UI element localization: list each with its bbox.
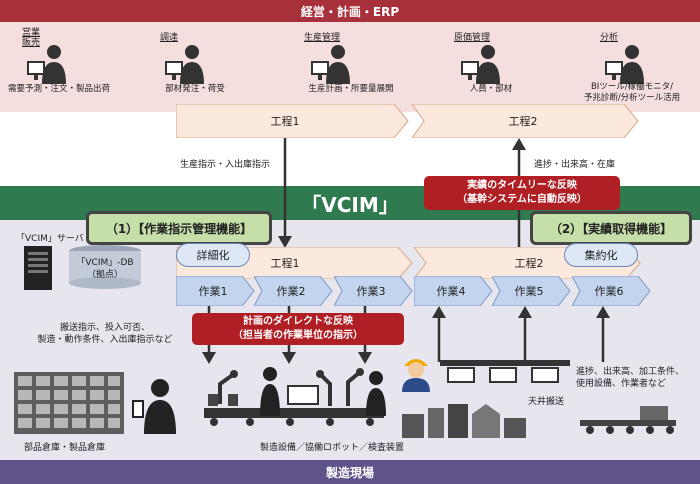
progress-label: 進捗・出来高・在庫 [534,160,616,170]
aggregate-pill: 集約化 [564,243,638,267]
up-arrow-icon [596,306,610,362]
role-procurement-label: 調達 [160,33,179,43]
role-analysis-label: 分析 [600,33,619,43]
task-1-chevron [176,276,255,306]
task-4-chevron [414,276,493,306]
work-instruction-function-box: （1）【作業指示管理機能】 [86,211,272,245]
equipment-label: 製造設備／協働ロボット／検査装置 [260,443,405,453]
lower-process-2-label: 工程2 [514,257,544,270]
role-procurement: 調達 部材発注・荷受 [150,28,240,108]
server-label: 「VCIM」サーバ [16,234,84,244]
database-label-2: （拠点） [86,270,123,280]
upper-process-1-label: 工程1 [270,115,300,128]
role-sales-label: 営業 販売 [22,28,41,48]
direct-reflection-line1: 計画のダイレクトな反映 [243,316,353,327]
database-label-1: 「VCIM」-DB [76,258,134,268]
role-production-control: 生産管理 生産計画・所要量展開 [296,28,406,108]
timely-reflection-line2: （基幹システムに自動反映） [457,194,587,205]
task-3-chevron [334,276,413,306]
production-line-illustration [204,367,386,426]
person-at-computer-icon [605,45,644,84]
factory-machines-icon [402,404,526,438]
database-icon [69,245,141,289]
role-analysis: 分析 BIツール/稼働モニタ/ 予兆診断/分析ツール活用 [570,28,694,110]
person-at-computer-icon [311,45,350,84]
result-acquisition-function-box: （2）【実績取得機能】 [530,211,692,245]
server-icon [24,246,52,290]
left-instructions-text: 搬送指示、投入可否、 製造・動作条件、入出庫指示など [37,323,173,345]
role-cost-control-desc: 人員・部材 [469,84,513,94]
task-5-chevron [492,276,571,306]
task-2-chevron [254,276,333,306]
worker-helmet-icon [402,359,430,392]
bottom-band: 製造現場 [0,460,700,484]
up-arrow-icon [432,306,446,362]
ceiling-conveyor-label: 天井搬送 [528,397,565,407]
up-arrow-icon [518,306,532,362]
task-2-label: 作業2 [276,285,306,298]
ceiling-conveyor-icon [440,360,570,383]
lower-process-1-label: 工程1 [270,257,300,270]
role-production-control-label: 生産管理 [304,33,341,43]
role-sales: 営業 販売 需要予測・注文・製品出荷 [4,28,114,108]
person-at-computer-icon [461,45,500,84]
timely-reflection-box: 実績のタイムリーな反映 （基幹システムに自動反映） [424,176,620,210]
bottom-band-label: 製造現場 [325,465,374,480]
detail-pill: 詳細化 [176,243,250,267]
task-3-label: 作業3 [356,285,386,298]
top-band: 経営・計画・ERP [0,0,700,22]
top-band-label: 経営・計画・ERP [300,4,400,19]
erp-band [0,22,700,112]
direct-reflection-box: 計画のダイレクトな反映 （担当者の作業単位の指示） [192,313,404,345]
down-arrow-icon [278,138,292,248]
direct-reflection-line2: （担当者の作業単位の指示） [233,330,363,341]
inspection-line-icon [580,406,676,434]
role-production-control-desc: 生産計画・所要量展開 [308,84,394,94]
role-procurement-desc: 部材発注・荷受 [165,84,225,94]
timely-reflection-line1: 実績のタイムリーな反映 [467,180,577,191]
role-sales-desc: 需要予測・注文・製品出荷 [7,84,110,94]
task-6-chevron [572,276,651,306]
role-analysis-desc: BIツール/稼働モニタ/ 予兆診断/分析ツール活用 [583,82,681,103]
task-1-label: 作業1 [198,285,228,298]
worker-with-tablet-icon [132,379,176,434]
upper-process-1-chevron [176,104,409,138]
production-instruction-label: 生産指示・入出庫指示 [180,160,271,170]
person-at-computer-icon [27,45,66,84]
upper-process-2-chevron [412,104,639,138]
task-6-label: 作業6 [594,285,624,298]
role-cost-control: 原価管理 人員・部材 [446,28,536,108]
warehouse-label: 部品倉庫・製品倉庫 [24,443,106,453]
vcim-title: 「VCIM」 [301,192,399,217]
task-5-label: 作業5 [514,285,544,298]
warehouse-rack-icon [14,372,124,434]
upper-process-2-label: 工程2 [508,115,538,128]
task-4-label: 作業4 [436,285,466,298]
role-cost-control-label: 原価管理 [454,33,491,43]
right-results-text: 進捗、出来高、加工条件、 使用設備、作業者など [576,367,685,389]
person-at-computer-icon [165,45,204,84]
